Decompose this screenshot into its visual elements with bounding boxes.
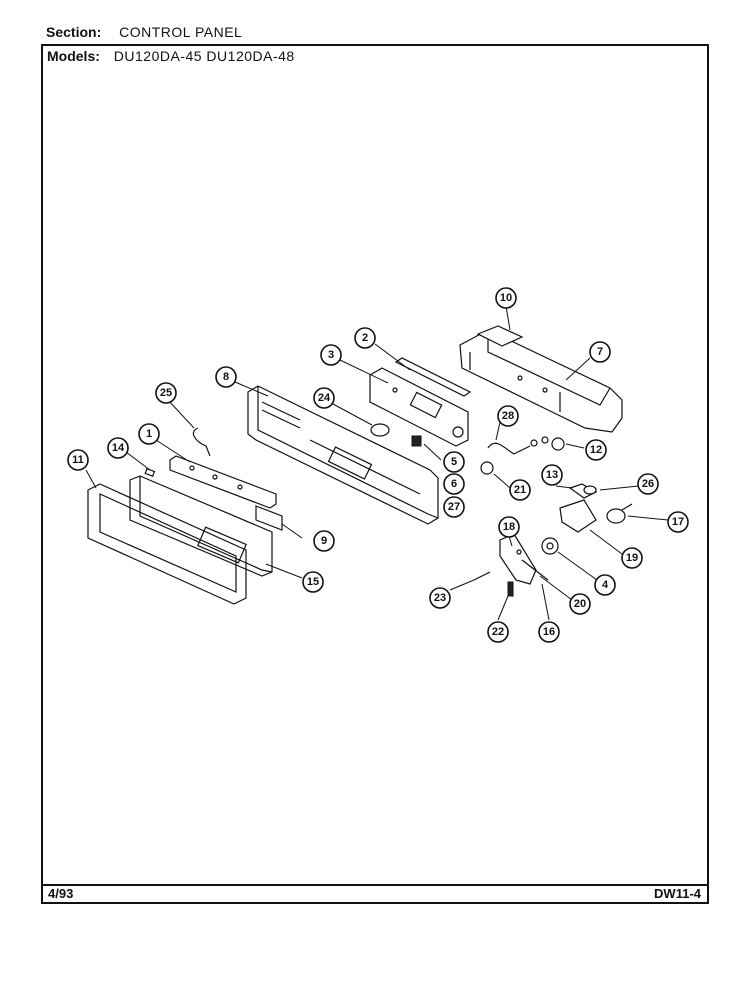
callout-1: 1 [138, 423, 160, 445]
part-latch-assembly [499, 533, 549, 597]
models-line: Models: DU120DA-45 DU120DA-48 [47, 48, 295, 64]
callout-18: 18 [498, 516, 520, 538]
diagram-frame: Models: DU120DA-45 DU120DA-48 4/93 DW11-… [41, 44, 709, 904]
callout-24: 24 [313, 387, 335, 409]
svg-text:7: 7 [597, 346, 603, 358]
svg-text:19: 19 [626, 552, 638, 564]
callout-25: 25 [155, 382, 177, 404]
svg-text:15: 15 [307, 576, 319, 588]
part-trim-frame [87, 483, 247, 605]
callout-22: 22 [487, 621, 509, 643]
callout-27: 27 [443, 496, 465, 518]
svg-text:11: 11 [72, 454, 84, 466]
leader-lines [85, 305, 669, 621]
callout-19: 19 [621, 547, 643, 569]
part-housing-cover [476, 325, 524, 347]
svg-text:24: 24 [318, 392, 331, 404]
callout-11: 11 [67, 449, 89, 471]
svg-text:9: 9 [321, 535, 327, 547]
svg-text:3: 3 [328, 349, 334, 361]
svg-text:2: 2 [362, 332, 368, 344]
callout-16: 16 [538, 621, 560, 643]
svg-text:13: 13 [546, 469, 558, 481]
part-indicator-lens [144, 467, 156, 477]
part-light [480, 461, 494, 475]
part-pin [473, 571, 491, 581]
svg-text:27: 27 [448, 501, 460, 513]
svg-text:1: 1 [146, 428, 152, 440]
callout-28: 28 [497, 405, 519, 427]
footer-date: 4/93 [48, 886, 74, 901]
part-cap [551, 437, 565, 451]
part-timer-board [369, 367, 469, 447]
part-control-housing [459, 329, 623, 433]
callout-2: 2 [354, 327, 376, 349]
callout-5: 5 [443, 451, 465, 473]
svg-text:12: 12 [590, 444, 602, 456]
footer-divider [43, 884, 707, 886]
section-line: Section: CONTROL PANEL [46, 24, 242, 40]
svg-text:14: 14 [112, 442, 125, 454]
callout-7: 7 [589, 341, 611, 363]
svg-text:10: 10 [500, 292, 512, 304]
svg-text:28: 28 [502, 410, 514, 422]
part-timer-cover [394, 357, 472, 397]
part-wire-harness [192, 427, 211, 457]
callout-26: 26 [637, 473, 659, 495]
callout-10: 10 [495, 287, 517, 309]
svg-text:6: 6 [451, 478, 457, 490]
part-bracket-cluster [541, 483, 633, 555]
callout-6: 6 [443, 473, 465, 495]
part-switch [411, 435, 422, 447]
models-label: Models: [47, 48, 100, 64]
callout-14: 14 [107, 437, 129, 459]
callout-23: 23 [429, 587, 451, 609]
part-display-window [255, 505, 283, 531]
callout-4: 4 [594, 574, 616, 596]
callout-3: 3 [320, 344, 342, 366]
svg-text:4: 4 [602, 579, 609, 591]
svg-text:21: 21 [514, 484, 526, 496]
svg-text:16: 16 [543, 626, 555, 638]
svg-text:18: 18 [503, 521, 515, 533]
footer-page-code: DW11-4 [654, 886, 701, 901]
svg-text:25: 25 [160, 387, 172, 399]
callout-13: 13 [541, 464, 563, 486]
part-graphic-overlay [129, 475, 273, 577]
callout-21: 21 [509, 479, 531, 501]
svg-text:22: 22 [492, 626, 504, 638]
part-switch-panel [169, 455, 277, 509]
part-wire-assembly [487, 436, 549, 455]
callout-17: 17 [667, 511, 689, 533]
models-value: DU120DA-45 DU120DA-48 [113, 48, 295, 64]
svg-text:8: 8 [223, 371, 229, 383]
section-label: Section: [46, 24, 102, 40]
section-value: CONTROL PANEL [119, 24, 243, 40]
part-knob [370, 423, 390, 437]
svg-text:26: 26 [642, 478, 654, 490]
part-console-panel [247, 385, 439, 525]
svg-text:17: 17 [672, 516, 684, 528]
callout-12: 12 [585, 439, 607, 461]
callout-20: 20 [569, 593, 591, 615]
svg-text:20: 20 [574, 598, 586, 610]
callout-15: 15 [302, 571, 324, 593]
svg-text:23: 23 [434, 592, 446, 604]
callout-9: 9 [313, 530, 335, 552]
callout-8: 8 [215, 366, 237, 388]
svg-text:5: 5 [451, 456, 457, 468]
